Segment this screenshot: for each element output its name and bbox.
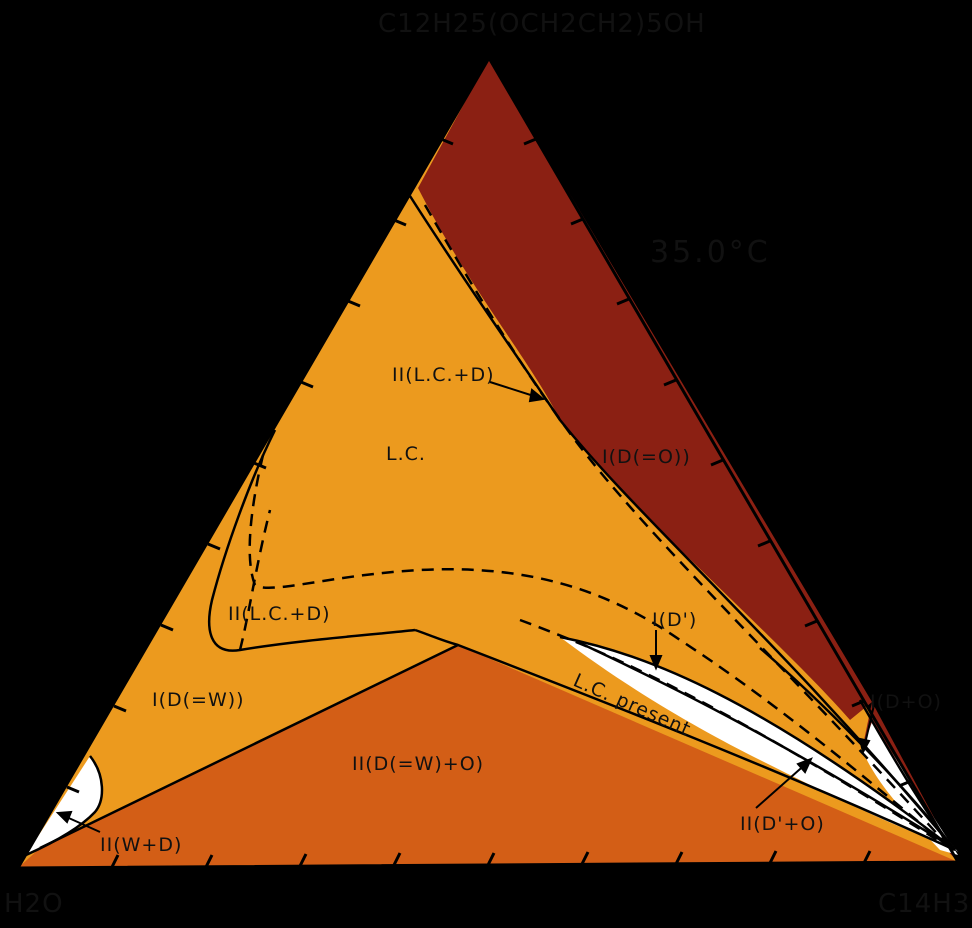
label-d-prime-o: II(D'+O) — [740, 813, 825, 835]
region-orange-background — [18, 58, 958, 868]
region-white-right-lens — [560, 637, 950, 846]
region-surfactant-rich — [418, 58, 872, 720]
temperature-label: 35.0°C — [650, 235, 771, 270]
label-liquid-crystal: L.C. — [386, 443, 426, 465]
label-two-phase-w-d: II(W+D) — [100, 834, 182, 856]
label-two-phase-lc-top: II(L.C.+D) — [392, 364, 495, 386]
label-d-prime: I(D') — [652, 609, 697, 631]
label-two-phase-lc-left: II(L.C.+D) — [228, 603, 331, 625]
phase-boundaries-dashed — [238, 204, 951, 850]
region-oil-rich — [18, 645, 958, 868]
vertex-label-top: C12H25(OCH2CH2)5OH — [378, 9, 706, 39]
bottom-edge-ticks — [110, 850, 872, 868]
vertex-label-left: H2O — [4, 889, 64, 919]
label-surfactant-rich: I(D(=O)) — [602, 446, 691, 468]
vertex-label-right: C14H30 — [878, 889, 972, 919]
label-d-o: I(D+O) — [870, 691, 942, 713]
label-arrows — [55, 381, 875, 833]
label-two-phase-dw-o: II(D(=W)+O) — [352, 753, 484, 775]
region-white-bottom-left — [26, 756, 102, 855]
right-edge-ticks — [523, 137, 912, 788]
label-water-one-phase: I(D(=W)) — [152, 689, 245, 711]
